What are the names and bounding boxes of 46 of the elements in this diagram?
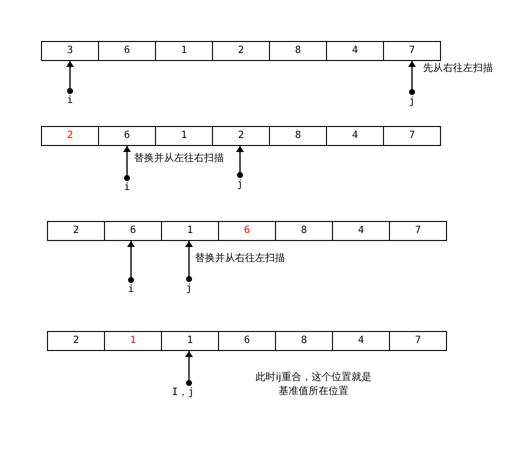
array-cell: 1 — [161, 221, 219, 241]
pointer-label: j — [237, 175, 244, 191]
array-cell: 7 — [383, 126, 441, 146]
array-cell: 8 — [275, 331, 333, 351]
array-cell: 7 — [389, 331, 447, 351]
array-cell: 8 — [269, 41, 327, 61]
array-cell: 7 — [389, 221, 447, 241]
array-cell: 6 — [218, 331, 276, 351]
pointer-arrow — [185, 241, 194, 282]
pointer-arrow — [408, 61, 416, 95]
array-cell: 2 — [41, 126, 99, 146]
pointer-label: j — [186, 279, 192, 295]
array-cell: 2 — [47, 331, 105, 351]
array-cell: 4 — [332, 331, 390, 351]
array-cell: 4 — [326, 41, 384, 61]
array-cell: 2 — [212, 41, 270, 61]
pointer-label: i — [67, 91, 74, 107]
pointer-label: i — [128, 280, 134, 296]
array-cell: 2 — [212, 126, 270, 146]
array-cell: 4 — [326, 126, 384, 146]
array-cell: 1 — [161, 331, 219, 351]
array-cell: 1 — [104, 331, 162, 351]
array-cell: 2 — [47, 221, 105, 241]
annotation-text: 替换并从右往左扫描 — [195, 252, 285, 266]
pointer-arrow — [127, 241, 136, 283]
array-cell: 1 — [155, 126, 213, 146]
annotation-text: 替换并从左往右扫描 — [134, 152, 224, 166]
array-cell: 3 — [41, 41, 99, 61]
pointer-arrow — [123, 146, 132, 181]
pointer-arrow — [66, 61, 74, 94]
array-cell: 8 — [275, 221, 333, 241]
pointer-arrow — [185, 351, 193, 386]
array-cell: 6 — [218, 221, 276, 241]
pointer-label: I，j — [172, 383, 194, 399]
array-cell: 8 — [269, 126, 327, 146]
array-cell: 7 — [383, 41, 441, 61]
array-cell: 6 — [98, 126, 156, 146]
array-cell: 4 — [332, 221, 390, 241]
pointer-label: i — [124, 178, 130, 194]
pointer-label: j — [409, 92, 416, 108]
pointer-arrow — [236, 146, 244, 178]
annotation-text: 先从右往左扫描 — [423, 62, 493, 76]
annotation-text: 此时ij重合，这个位置就是基准值所在位置 — [254, 371, 372, 399]
array-cell: 6 — [104, 221, 162, 241]
array-cell: 1 — [155, 41, 213, 61]
array-cell: 6 — [98, 41, 156, 61]
